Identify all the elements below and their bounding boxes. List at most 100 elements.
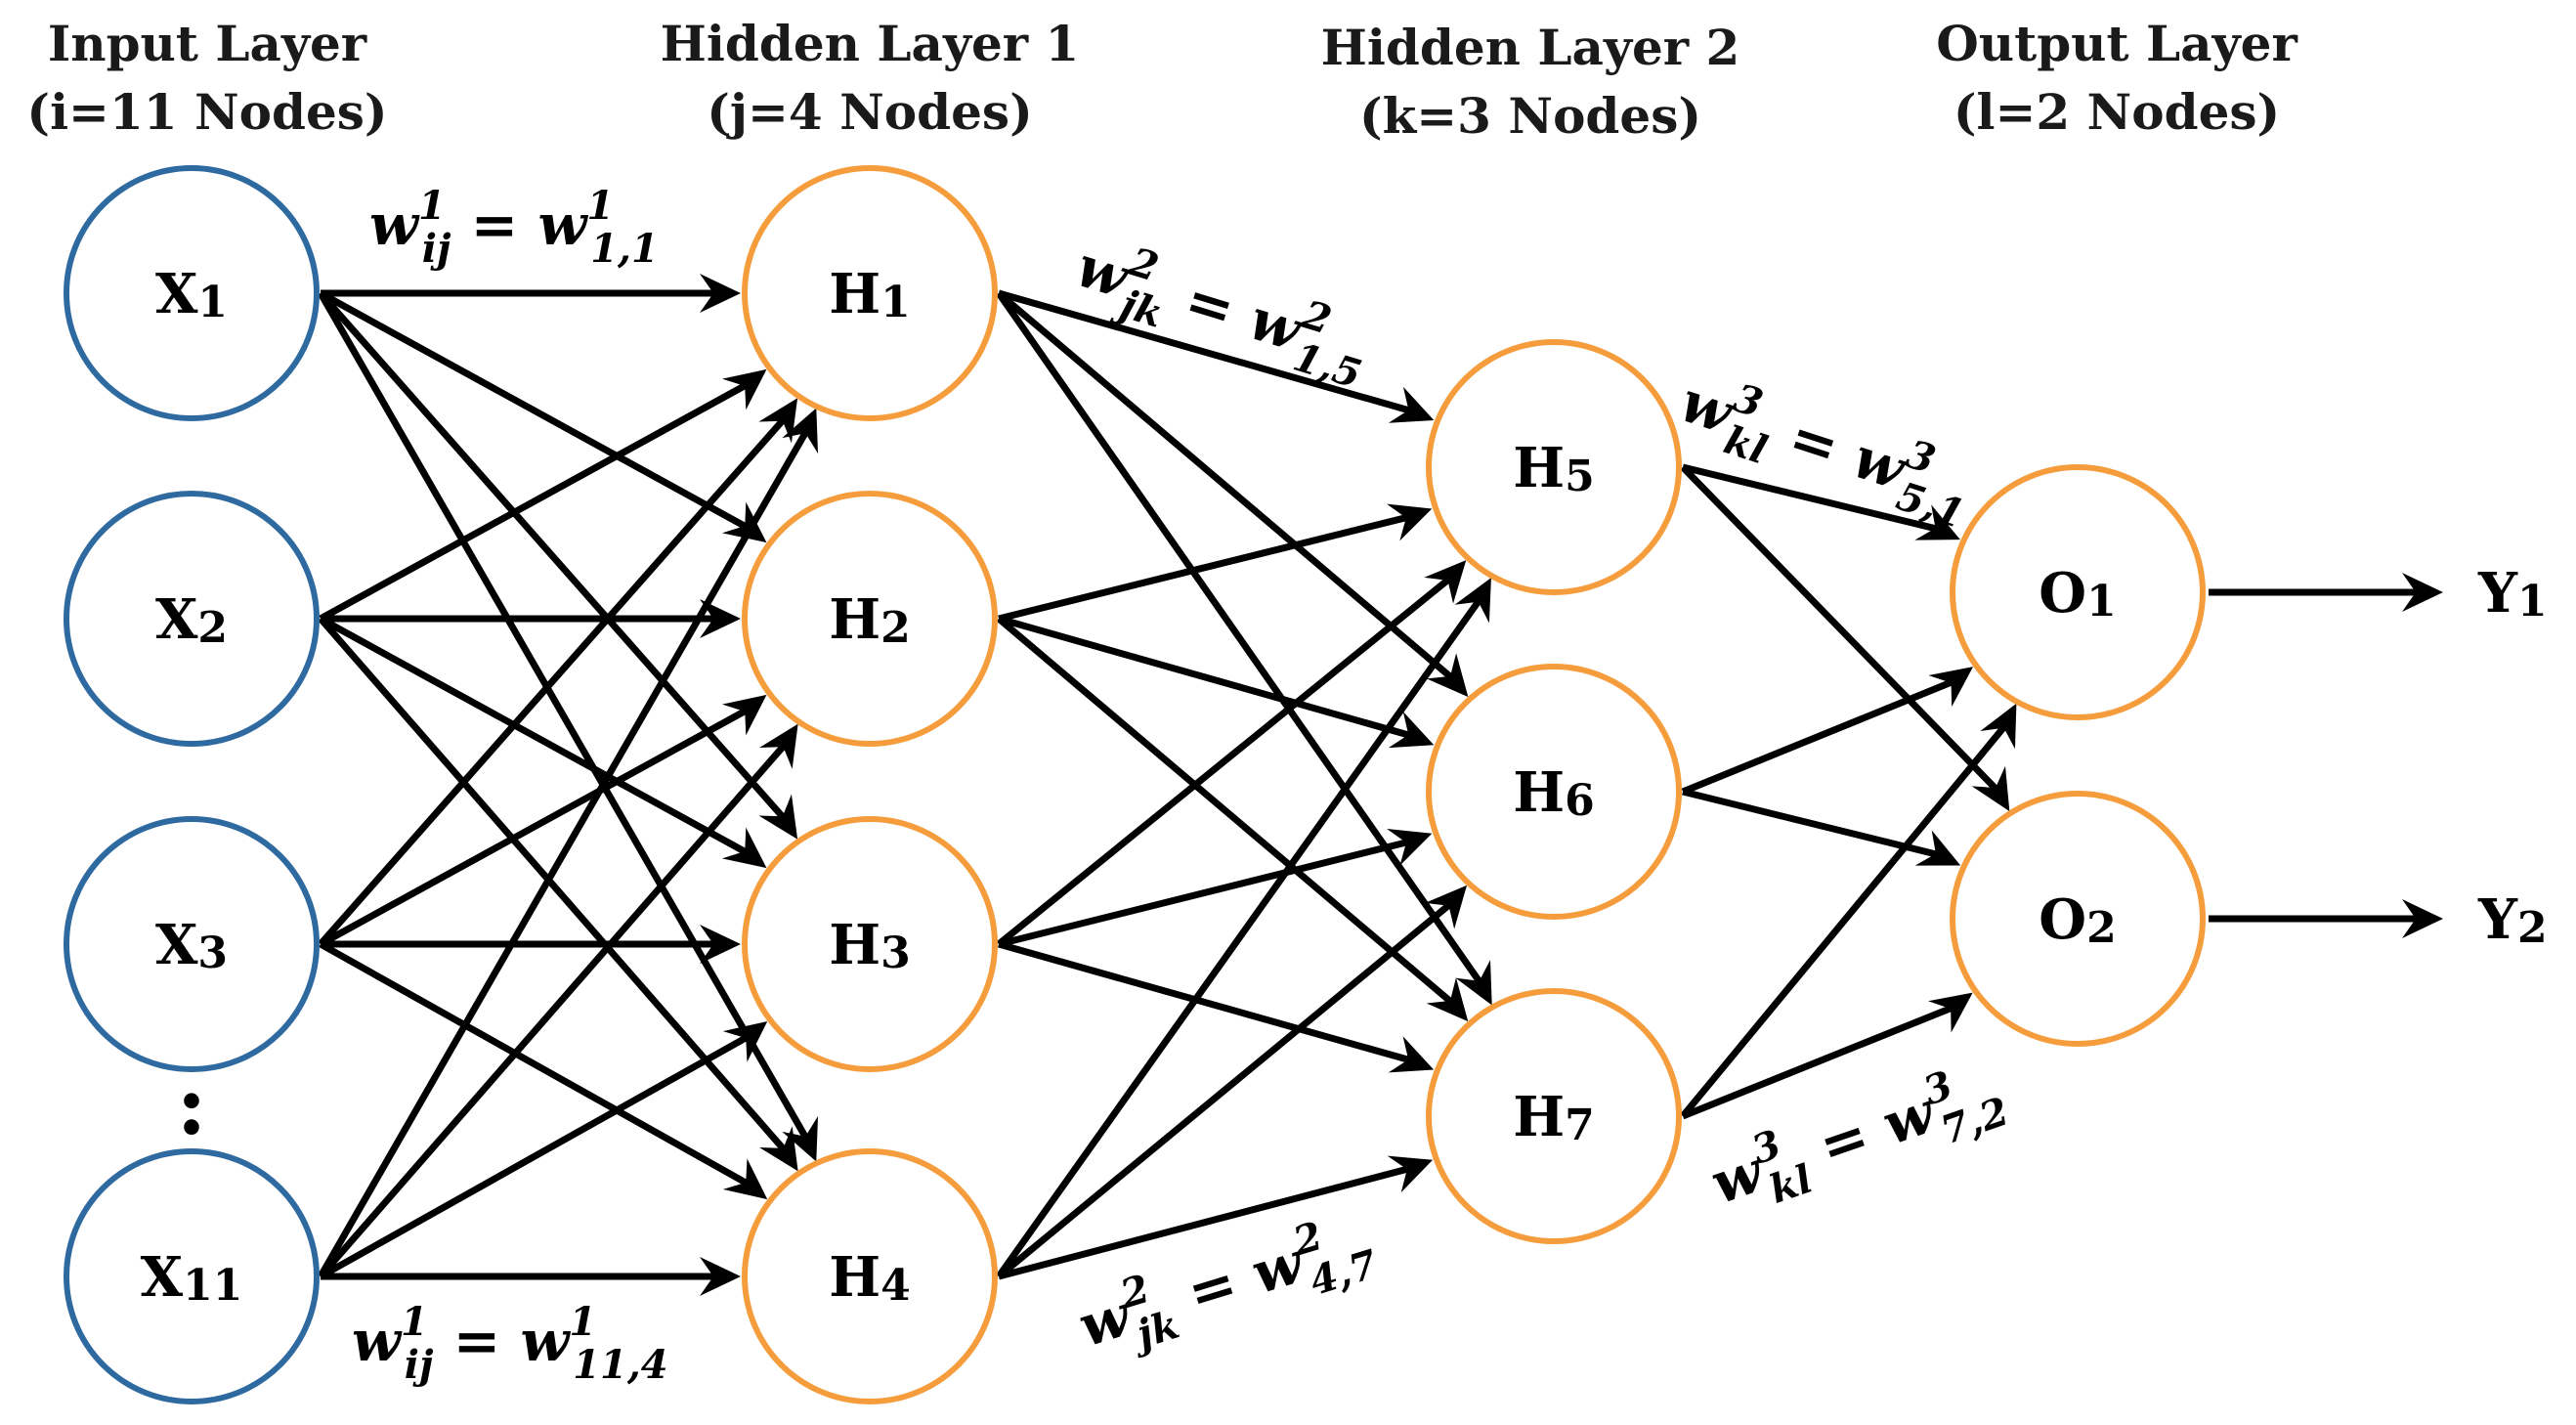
node-label-x3: X3 [155,913,228,978]
input-hidden1-edge-1-3 [318,290,787,821]
hidden1-hidden2-edge-3-2 [998,839,1409,948]
node-label-x11: X11 [141,1245,243,1311]
output-layer-subtitle: (l=2 Nodes) [1953,83,2280,141]
node-label-h3: H3 [829,913,911,978]
input-hidden1-edge-4-2 [318,743,788,1279]
node-circle-o1 [1950,464,2206,720]
node-h3: H3 [742,816,998,1072]
input-hidden1-arrowhead-1-3 [758,794,798,840]
hidden2-output-edge-3-2 [1681,1004,1954,1120]
node-label-x1: X1 [155,262,228,327]
output-label-y1: Y1 [2477,561,2548,626]
input-hidden1-edge-2-3 [319,615,749,856]
input-hidden1-arrowhead-2-3 [721,827,767,869]
output-label-y2: Y2 [2477,887,2548,953]
node-circle-x2 [64,491,320,747]
hidden2-output-edge-1-1 [1682,463,1939,533]
node-circle-h7 [1426,988,1682,1244]
node-label-h4: H4 [829,1245,911,1311]
node-x1: X1 [64,165,320,421]
hidden1-hidden2-arrowhead-1-1 [1388,386,1435,423]
hidden1-hidden2-arrowhead-4-2 [1425,885,1468,929]
output-arrowhead-2 [2402,899,2443,938]
input-hidden1-edge-1-4 [317,291,810,1141]
input-hidden1-arrowhead-2-2 [700,599,741,638]
hidden2-output-arrowhead-2-2 [1914,830,1961,866]
node-circle-h2 [742,491,998,747]
node-circle-x11 [64,1148,320,1404]
node-h5: H5 [1426,339,1682,595]
input-hidden1-arrowhead-3-1 [758,398,798,444]
input-hidden1-arrowhead-1-2 [721,501,767,543]
node-circle-x3 [64,816,320,1072]
hidden1-hidden2-edge-1-1 [998,289,1412,414]
hidden1-hidden2-arrowhead-1-3 [1455,960,1492,1006]
weight-label-w3-bottom: w3kl = w37,2 [1699,1048,2014,1231]
hidden2-output-edge-1-2 [1680,464,1999,793]
hidden2-output-edge-2-2 [1682,788,1939,858]
node-h1: H1 [742,165,998,421]
node-h4: H4 [742,1148,998,1404]
hidden1-hidden2-edge-3-1 [996,576,1452,947]
input-layer-subtitle: (i=11 Nodes) [26,83,387,141]
connection-edges [317,274,2017,1296]
node-label-o2: O2 [2039,887,2116,953]
input-hidden1-arrowhead-3-2 [721,694,767,736]
output-layer-title: Output Layer [1936,15,2297,72]
node-circle-h1 [742,165,998,421]
hidden2-output-arrowhead-1-1 [1914,504,1960,540]
hidden1-hidden2-arrowhead-3-2 [1387,828,1433,866]
node-x3: X3 [64,816,320,1072]
node-circle-h3 [742,816,998,1072]
input-hidden1-arrowhead-2-1 [721,368,767,410]
hidden1-hidden2-arrowhead-2-1 [1387,503,1433,541]
input-hidden1-arrowhead-4-3 [722,1020,768,1062]
input-hidden1-arrowhead-4-4 [700,1257,741,1296]
hidden1-hidden2-arrowhead-3-3 [1388,1036,1435,1073]
input-hidden1-edge-2-1 [319,381,749,623]
node-circle-h6 [1426,664,1682,920]
hidden1-hidden2-edge-3-3 [998,940,1411,1064]
node-circle-h5 [1426,339,1682,595]
input-hidden1-arrowhead-3-3 [700,925,741,964]
input-hidden1-edge-3-1 [318,416,787,947]
input-hidden1-arrowhead-4-2 [759,723,798,769]
hidden2-output-arrowhead-3-2 [1928,992,1973,1033]
hidden1-layer-subtitle: (j=4 Nodes) [707,83,1032,141]
hidden1-hidden2-arrowhead-2-2 [1388,711,1435,749]
input-hidden1-arrowhead-4-1 [782,408,819,454]
node-o1: O1 [1950,464,2206,720]
input-ellipsis: : [176,1057,206,1153]
node-label-h1: H1 [829,262,911,327]
node-h6: H6 [1426,664,1682,920]
hidden1-hidden2-edge-1-2 [996,290,1454,681]
node-label-x2: X2 [155,587,228,653]
node-x11: X11 [64,1148,320,1404]
weight-label-w2-top: w2jk = w21,5 [1065,225,1379,398]
node-circle-x1 [64,165,320,421]
hidden2-output-edge-2-1 [1681,678,1954,796]
hidden1-layer-title: Hidden Layer 1 [661,15,1080,72]
node-label-h6: H6 [1513,760,1595,826]
hidden2-output-arrowhead-1-2 [1971,765,2010,812]
hidden2-output-edge-3-1 [1680,723,2008,1119]
hidden1-hidden2-edge-4-3 [998,1165,1410,1280]
hidden1-hidden2-edge-1-3 [996,290,1483,985]
node-h7: H7 [1426,988,1682,1244]
input-hidden1-edge-4-1 [317,429,810,1278]
node-h2: H2 [742,491,998,747]
input-hidden1-edge-3-4 [319,940,750,1188]
layer-titles: Input Layer (i=11 Nodes) Hidden Layer 1 … [26,15,2297,145]
weight-label-w3-top: w3kl = w35,1 [1668,360,1983,538]
hidden1-hidden2-edge-2-3 [996,616,1454,1006]
hidden1-hidden2-arrowhead-2-3 [1426,977,1469,1022]
hidden2-output-arrowhead-3-1 [1980,703,2017,750]
hidden2-output-arrowhead-2-1 [1928,667,1974,708]
node-x2: X2 [64,491,320,747]
